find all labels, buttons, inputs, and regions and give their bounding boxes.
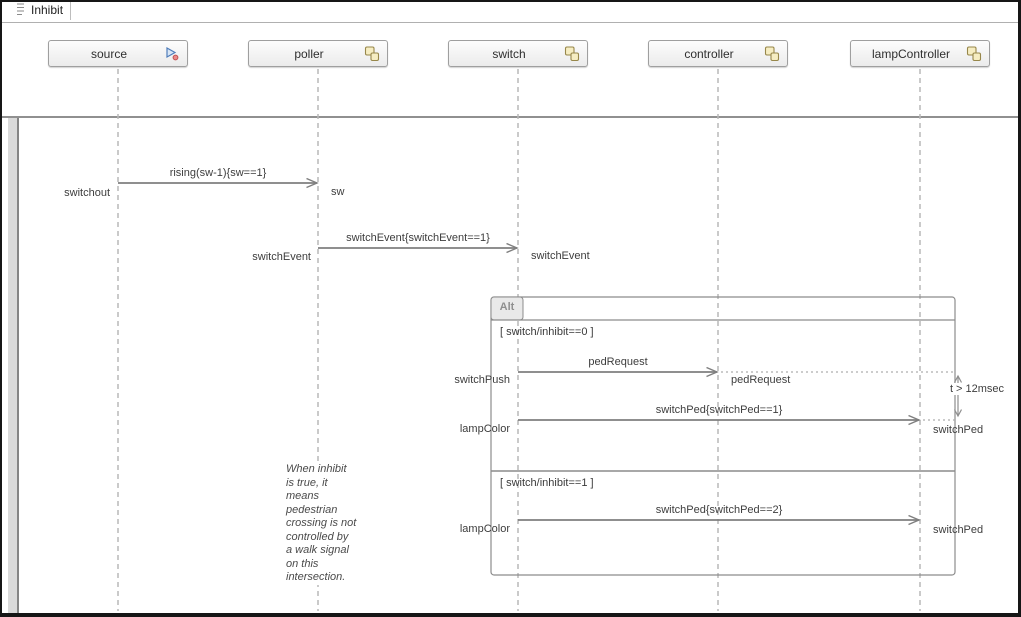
tab-separator xyxy=(70,0,71,20)
lifeline-name: source xyxy=(90,46,128,61)
annotation-note[interactable]: When inhibit is true, it means pedestria… xyxy=(286,463,376,585)
receiver-event-label[interactable]: sw xyxy=(331,186,345,198)
source-icon xyxy=(166,46,179,61)
lifeline-name: lampController xyxy=(871,46,951,61)
message-label[interactable]: switchPed{switchPed==1} xyxy=(655,404,783,416)
sender-event-label[interactable]: switchEvent xyxy=(252,251,311,263)
sender-event-label[interactable]: switchPush xyxy=(454,374,510,386)
tab-strip xyxy=(2,2,1018,22)
component-icon xyxy=(564,46,580,62)
lifeline-name: poller xyxy=(294,46,324,61)
component-icon xyxy=(764,46,780,62)
message-label[interactable]: switchPed{switchPed==2} xyxy=(655,504,783,516)
tab-inhibit[interactable]: Inhibit xyxy=(31,3,64,17)
operand1-guard[interactable]: [ switch/inhibit==0 ] xyxy=(500,326,594,338)
left-gutter-bar[interactable] xyxy=(8,118,19,613)
message-label[interactable]: pedRequest xyxy=(588,356,648,368)
lifeline-head-controller[interactable]: controller xyxy=(648,40,788,67)
receiver-event-label[interactable]: switchPed xyxy=(933,524,984,536)
sender-event-label[interactable]: lampColor xyxy=(459,423,510,435)
operand2-guard[interactable]: [ switch/inhibit==1 ] xyxy=(500,477,594,489)
lifeline-name: controller xyxy=(684,46,734,61)
header-separator-line xyxy=(2,116,1018,118)
alt-fragment-box[interactable] xyxy=(490,296,956,576)
message-label[interactable]: switchEvent{switchEvent==1} xyxy=(346,232,490,244)
lifeline-head-source[interactable]: source xyxy=(48,40,188,67)
duration-constraint-label[interactable]: t > 12msec xyxy=(941,383,1013,395)
receiver-event-label[interactable]: switchEvent xyxy=(531,250,590,262)
lifeline-head-lampController[interactable]: lampController xyxy=(850,40,990,67)
tabstrip-border xyxy=(2,22,1018,23)
receiver-event-label[interactable]: pedRequest xyxy=(731,374,791,386)
component-icon xyxy=(364,46,380,62)
lifeline-name: switch xyxy=(492,46,526,61)
component-icon xyxy=(966,46,982,62)
message-label[interactable]: rising(sw-1){sw==1} xyxy=(169,167,267,179)
lifeline-head-poller[interactable]: poller xyxy=(248,40,388,67)
alt-operator-label: Alt xyxy=(499,301,515,313)
sender-event-label[interactable]: lampColor xyxy=(459,523,510,535)
lifeline-head-switch[interactable]: switch xyxy=(448,40,588,67)
panel-collapse-handle[interactable] xyxy=(15,2,26,17)
receiver-event-label[interactable]: switchPed xyxy=(933,424,984,436)
sender-event-label[interactable]: switchout xyxy=(64,187,110,199)
